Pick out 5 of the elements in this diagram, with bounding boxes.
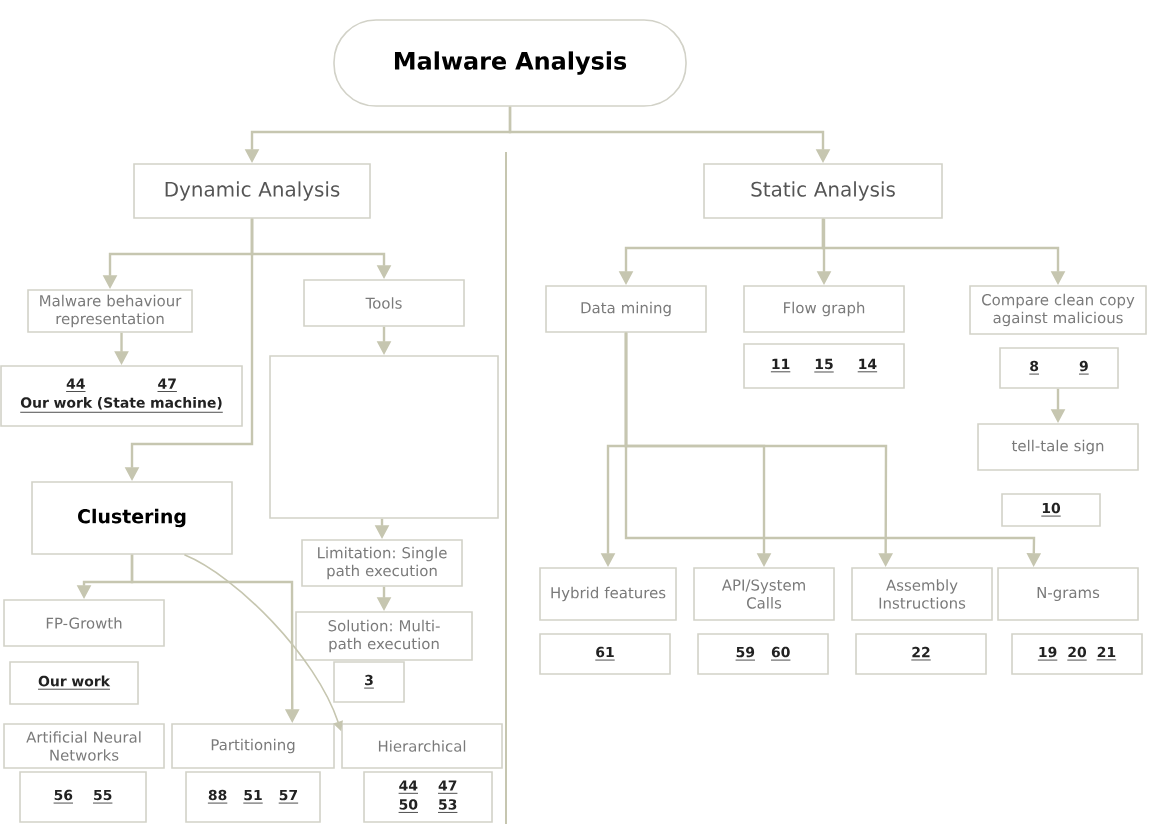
category-box: Dynamic Analysis — [133, 163, 371, 219]
empty-box — [269, 355, 499, 519]
root-box: Malware Analysis — [333, 19, 687, 107]
category-box: Static Analysis — [703, 163, 943, 219]
topic-box: Clustering — [31, 481, 233, 555]
